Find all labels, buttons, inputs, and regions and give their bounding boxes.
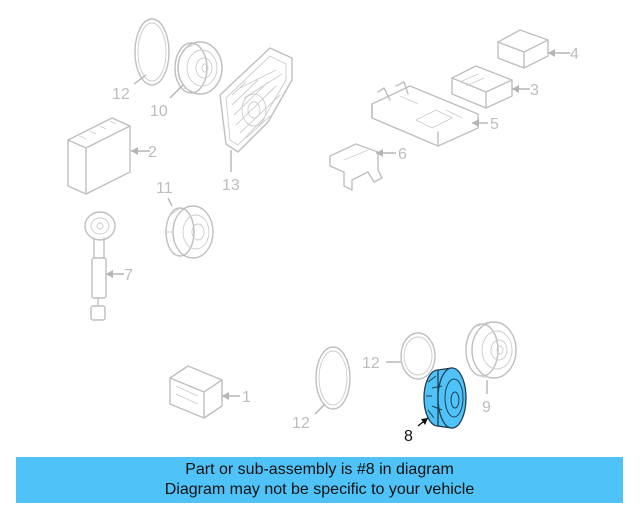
callout-12-middle: 12 xyxy=(362,355,380,372)
part-7-tweeter[interactable] xyxy=(84,211,116,321)
callout-7: 7 xyxy=(124,267,133,284)
callout-5: 5 xyxy=(490,116,499,133)
part-1-box[interactable] xyxy=(169,365,223,419)
callout-3: 3 xyxy=(530,82,539,99)
part-6-bracket[interactable] xyxy=(329,143,383,191)
callout-2: 2 xyxy=(148,144,157,161)
part-4-module[interactable] xyxy=(497,29,549,69)
part-2-module[interactable] xyxy=(67,117,131,195)
callout-10: 10 xyxy=(150,103,168,120)
part-12-gasket-top[interactable] xyxy=(134,18,170,86)
part-10-speaker[interactable] xyxy=(174,41,223,95)
info-banner: Part or sub-assembly is #8 in diagram Di… xyxy=(16,457,623,503)
part-13-grille[interactable] xyxy=(219,47,293,153)
callout-12-bottom: 12 xyxy=(292,415,310,432)
part-8-speaker-highlighted[interactable] xyxy=(423,367,467,429)
part-12-gasket-bottom-right[interactable] xyxy=(400,332,436,380)
callout-4: 4 xyxy=(570,46,579,63)
callout-6: 6 xyxy=(398,146,407,163)
part-12-gasket-bottom-left[interactable] xyxy=(315,346,351,410)
callout-11: 11 xyxy=(156,180,173,197)
part-5-bracket[interactable] xyxy=(371,81,479,147)
callout-9: 9 xyxy=(482,399,491,416)
part-11-speaker[interactable] xyxy=(165,205,214,259)
part-9-speaker[interactable] xyxy=(465,321,517,379)
callout-1: 1 xyxy=(242,389,251,406)
callout-12-top: 12 xyxy=(112,86,130,103)
part-3-amplifier[interactable] xyxy=(451,65,513,109)
banner-line-1: Part or sub-assembly is #8 in diagram xyxy=(185,461,454,478)
banner-line-2: Diagram may not be specific to your vehi… xyxy=(164,481,475,498)
exploded-parts-diagram: 12 10 13 2 xyxy=(67,18,579,445)
callout-8: 8 xyxy=(404,428,413,445)
callout-13: 13 xyxy=(222,177,240,194)
